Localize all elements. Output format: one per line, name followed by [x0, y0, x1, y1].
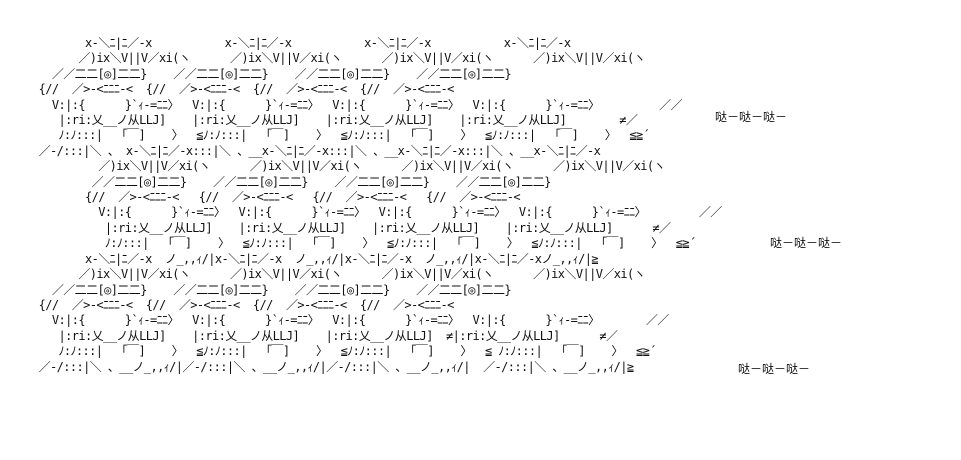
- art-line: ﾉ:ﾉ:::| 「￣] 〉 ≦ﾉ:ﾉ:::| 「￣] 〉 ≦ﾉ:ﾉ:::| 「￣…: [32, 128, 650, 143]
- sound-effect-text: 哒－哒－哒－: [715, 110, 788, 124]
- art-line: ／-/:::|＼ 、 x-＼ﾆ|ﾆ／-x:::|＼ 、__x-＼ﾆ|ﾆ／-x::…: [32, 143, 601, 158]
- art-line: V:|:{ }`ｨ-=ﾆﾆ〉 V:|:{ }`ｨ-=ﾆﾆ〉 V:|:{ }`ｨ-…: [32, 205, 722, 220]
- art-line: |:ri:乂__ノ从LLJ] |:ri:乂__ノ从LLJ] |:ri:乂__ノ从…: [32, 220, 671, 235]
- art-line: {// ／>-<ﾆﾆﾆ-< {// ／>-<ﾆﾆﾆ-< {// ／>-<ﾆﾆﾆ-…: [32, 190, 521, 205]
- art-line: x-＼ﾆ|ﾆ／-x x-＼ﾆ|ﾆ／-x x-＼ﾆ|ﾆ／-x x-＼ﾆ|ﾆ／-x: [32, 36, 571, 50]
- art-line: V:|:{ }`ｨ-=ﾆﾆ〉 V:|:{ }`ｨ-=ﾆﾆ〉 V:|:{ }`ｨ-…: [32, 313, 669, 328]
- art-line: V:|:{ }`ｨ-=ﾆﾆ〉 V:|:{ }`ｨ-=ﾆﾆ〉 V:|:{ }`ｨ-…: [32, 97, 683, 112]
- art-line: ／)ix＼V||V／xi(ヽ ／)ix＼V||V／xi(ヽ ／)ix＼V||V／…: [32, 159, 665, 174]
- art-line: ﾉ:ﾉ:::| 「￣] 〉 ≦ﾉ:ﾉ:::| 「￣] 〉 ≦ﾉ:ﾉ:::| 「￣…: [32, 236, 696, 251]
- art-line: ﾉ:ﾉ:::| 「￣] 〉 ≦ﾉ:ﾉ:::| 「￣] 〉 ≦ﾉ:ﾉ:::| 「￣…: [32, 344, 656, 359]
- art-line: ／／二二[◎]二二} ／／二二[◎]二二} ／／二二[◎]二二} ／／二二[◎]…: [32, 282, 512, 297]
- art-line: |:ri:乂__ノ从LLJ] |:ri:乂__ノ从LLJ] |:ri:乂__ノ从…: [32, 328, 618, 343]
- sound-effect-text: 哒－哒－哒－: [770, 236, 843, 250]
- art-line: ／)ix＼V||V／xi(ヽ ／)ix＼V||V／xi(ヽ ／)ix＼V||V／…: [32, 51, 646, 66]
- sound-effect-text: 哒－哒－哒－: [738, 362, 811, 376]
- art-line: ／)ix＼V||V／xi(ヽ ／)ix＼V||V／xi(ヽ ／)ix＼V||V／…: [32, 267, 646, 282]
- art-line: {// ／>-<ﾆﾆﾆ-< {// ／>-<ﾆﾆﾆ-< {// ／>-<ﾆﾆﾆ-…: [32, 297, 455, 312]
- ascii-art-canvas: x-＼ﾆ|ﾆ／-x x-＼ﾆ|ﾆ／-x x-＼ﾆ|ﾆ／-x x-＼ﾆ|ﾆ／-x …: [32, 36, 952, 436]
- art-line: |:ri:乂__ノ从LLJ] |:ri:乂__ノ从LLJ] |:ri:乂__ノ从…: [32, 113, 638, 128]
- art-line: ／-/:::|＼ 、__ノ_,,ｨ/|／-/:::|＼ 、__ノ_,,ｨ/|／-…: [32, 359, 634, 374]
- art-line: {// ／>-<ﾆﾆﾆ-< {// ／>-<ﾆﾆﾆ-< {// ／>-<ﾆﾆﾆ-…: [32, 82, 455, 97]
- art-line: x-＼ﾆ|ﾆ／-x ノ_,,ｨ/|x-＼ﾆ|ﾆ／-x ノ_,,ｨ/|x-＼ﾆ|ﾆ…: [32, 251, 599, 266]
- art-line: ／／二二[◎]二二} ／／二二[◎]二二} ／／二二[◎]二二} ／／二二[◎]…: [32, 66, 512, 81]
- ascii-art-lines: x-＼ﾆ|ﾆ／-x x-＼ﾆ|ﾆ／-x x-＼ﾆ|ﾆ／-x x-＼ﾆ|ﾆ／-x …: [32, 36, 952, 375]
- art-line: ／／二二[◎]二二} ／／二二[◎]二二} ／／二二[◎]二二} ／／二二[◎]…: [32, 174, 552, 189]
